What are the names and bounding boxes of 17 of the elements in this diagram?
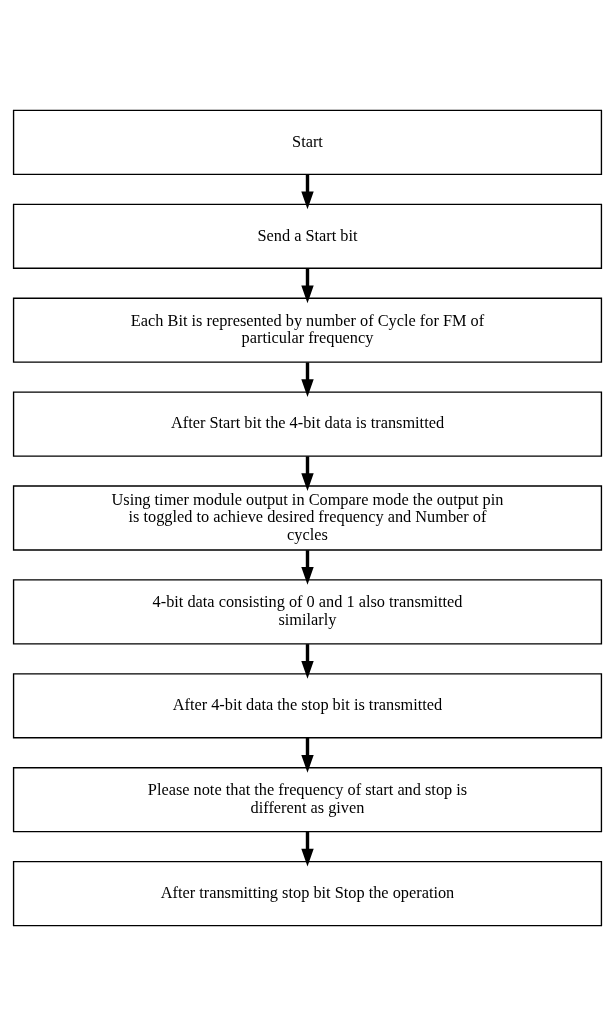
arrow — [301, 737, 314, 773]
arrow — [301, 268, 314, 303]
arrow — [301, 455, 314, 491]
node-box: Please note that the frequency of start and stop is different as given — [12, 766, 603, 832]
arrow — [301, 831, 314, 867]
arrow — [301, 174, 314, 209]
arrow — [301, 643, 314, 679]
node-box: After transmitting stop bit Stop the operation — [12, 860, 603, 926]
node-box: Using timer module output in Compare mode the output pin is toggled to achieve desired frequency and Number of cycles — [12, 484, 603, 551]
node-box: Start — [12, 109, 603, 175]
arrow — [301, 549, 314, 585]
node-box: Send a Start bit — [12, 203, 603, 269]
node-box: After 4-bit data the stop bit is transmitted — [12, 672, 603, 738]
node-box: 4-bit data consisting of 0 and 1 also transmitted similarly — [12, 578, 603, 645]
node-box: Each Bit is represented by number of Cycle for FM of particular frequency — [12, 297, 603, 363]
arrow — [301, 361, 314, 397]
node-box: After Start bit the 4-bit data is transmitted — [12, 390, 603, 457]
